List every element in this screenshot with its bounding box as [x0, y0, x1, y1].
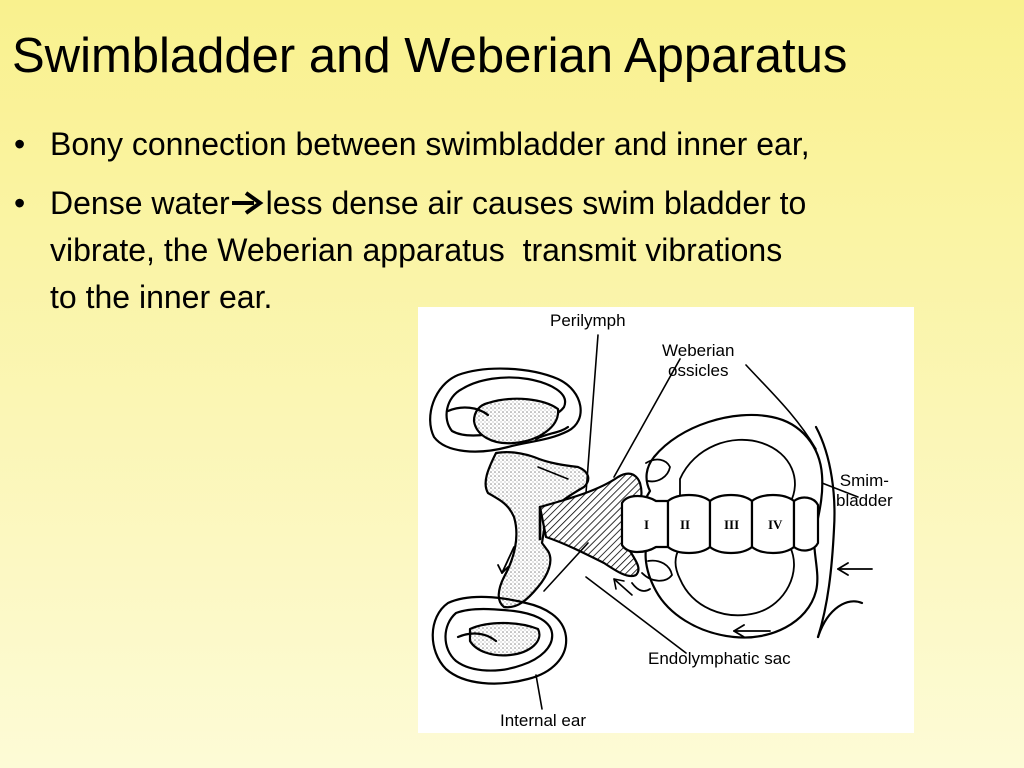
slide-title: Swimbladder and Weberian Apparatus	[12, 29, 848, 83]
label-swimbladder: Smim- bladder	[836, 471, 893, 511]
bullet-item: • Bony connection between swimbladder an…	[14, 121, 1014, 168]
bullet-text-line: to the inner ear.	[50, 279, 273, 315]
vertebra-numeral-4: IV	[768, 517, 783, 532]
weberian-apparatus-diagram: I II III IV Perilymph Weberian ossicles …	[418, 307, 914, 733]
vertebra-numeral-2: II	[680, 517, 690, 532]
label-weberian-ossicles: Weberian ossicles	[662, 341, 734, 381]
bullet-text-line: vibrate, the Weberian apparatus transmit…	[50, 232, 783, 268]
diagram-drawing: I II III IV	[429, 334, 873, 710]
label-perilymph: Perilymph	[550, 311, 626, 330]
vertebra-numeral-3: III	[724, 517, 739, 532]
vertebral-column	[620, 493, 820, 555]
label-swim-line1: Smim-	[839, 471, 889, 490]
label-swim-line2: bladder	[836, 491, 893, 510]
bullet-list: • Bony connection between swimbladder an…	[14, 121, 1014, 333]
right-arrow-icon	[231, 191, 264, 215]
label-weberian-line1: Weberian	[662, 341, 735, 360]
lower-inner-ear	[431, 595, 568, 685]
bullet-dot-icon: •	[14, 185, 26, 221]
bullet-text: Bony connection between swimbladder and …	[50, 126, 810, 162]
bullet-text: Dense water	[50, 185, 230, 221]
central-bone	[484, 451, 590, 609]
label-weberian-line2: ossicles	[667, 361, 729, 380]
vertebra-numeral-1: I	[644, 517, 649, 532]
label-endolymphatic-sac: Endolymphatic sac	[648, 649, 791, 668]
bullet-text: less dense air causes swim bladder to	[265, 185, 807, 221]
upper-inner-ear	[429, 367, 582, 453]
bullet-text-line: Dense water less dense air causes swim bl…	[50, 180, 1014, 227]
bullet-item: • Dense water less dense air causes swim …	[14, 180, 1014, 321]
bullet-dot-icon: •	[14, 126, 26, 162]
label-internal-ear: Internal ear	[500, 711, 586, 730]
